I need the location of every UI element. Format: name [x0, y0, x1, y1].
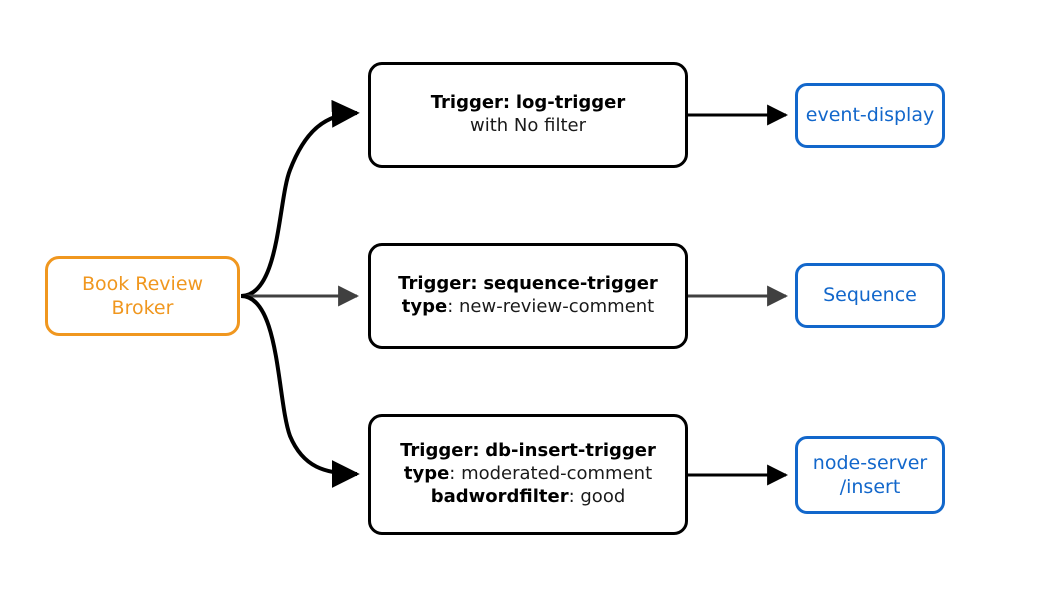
- edge-broker-to-db-insert-trigger: [240, 294, 360, 488]
- event-display-label: event-display: [805, 104, 935, 127]
- sequence-trigger-line1-value: sequence-trigger: [483, 273, 658, 295]
- node-sequence[interactable]: Sequence: [795, 263, 945, 328]
- db-insert-trigger-line3-label: badwordfilter: [430, 485, 569, 507]
- log-trigger-line1-label: Trigger:: [430, 92, 511, 114]
- log-trigger-line1: Trigger: log-trigger: [431, 92, 626, 115]
- db-insert-trigger-line2: type: moderated-comment: [404, 463, 652, 486]
- sequence-trigger-line1: Trigger: sequence-trigger: [398, 273, 658, 296]
- broker-label-line2: Broker: [111, 297, 174, 319]
- db-insert-trigger-line1-value: db-insert-trigger: [485, 440, 656, 462]
- log-trigger-line1-value: log-trigger: [515, 92, 626, 114]
- db-insert-trigger-line1-label: Trigger:: [400, 440, 480, 462]
- node-event-display[interactable]: event-display: [795, 83, 945, 148]
- sequence-label: Sequence: [823, 284, 917, 307]
- node-server-label-line2: /insert: [839, 476, 901, 498]
- sequence-trigger-line1-label: Trigger:: [398, 273, 478, 295]
- node-trigger-log-trigger[interactable]: Trigger: log-trigger with No filter: [368, 62, 688, 168]
- db-insert-trigger-line1: Trigger: db-insert-trigger: [400, 440, 656, 463]
- db-insert-trigger-line3-value: : good: [568, 485, 626, 507]
- db-insert-trigger-line3: badwordfilter: good: [431, 486, 626, 509]
- node-book-review-broker[interactable]: Book Review Broker: [45, 256, 240, 336]
- db-insert-trigger-line2-label: type: [403, 463, 450, 485]
- log-trigger-line2: with No filter: [470, 115, 586, 138]
- sequence-trigger-line2: type: new-review-comment: [402, 296, 654, 319]
- node-node-server-insert[interactable]: node-server /insert: [795, 436, 945, 514]
- log-trigger-line2-label: with No filter: [470, 115, 586, 136]
- sequence-trigger-line2-label: type: [401, 296, 448, 317]
- edge-broker-to-log-trigger: [240, 99, 360, 298]
- node-trigger-sequence-trigger[interactable]: Trigger: sequence-trigger type: new-revi…: [368, 243, 688, 349]
- node-server-label-line1: node-server: [812, 451, 928, 474]
- broker-label-line1: Book Review: [81, 272, 204, 295]
- node-trigger-db-insert-trigger[interactable]: Trigger: db-insert-trigger type: moderat…: [368, 414, 688, 535]
- sequence-trigger-line2-value: : new-review-comment: [447, 296, 655, 317]
- db-insert-trigger-line2-value: : moderated-comment: [449, 463, 653, 485]
